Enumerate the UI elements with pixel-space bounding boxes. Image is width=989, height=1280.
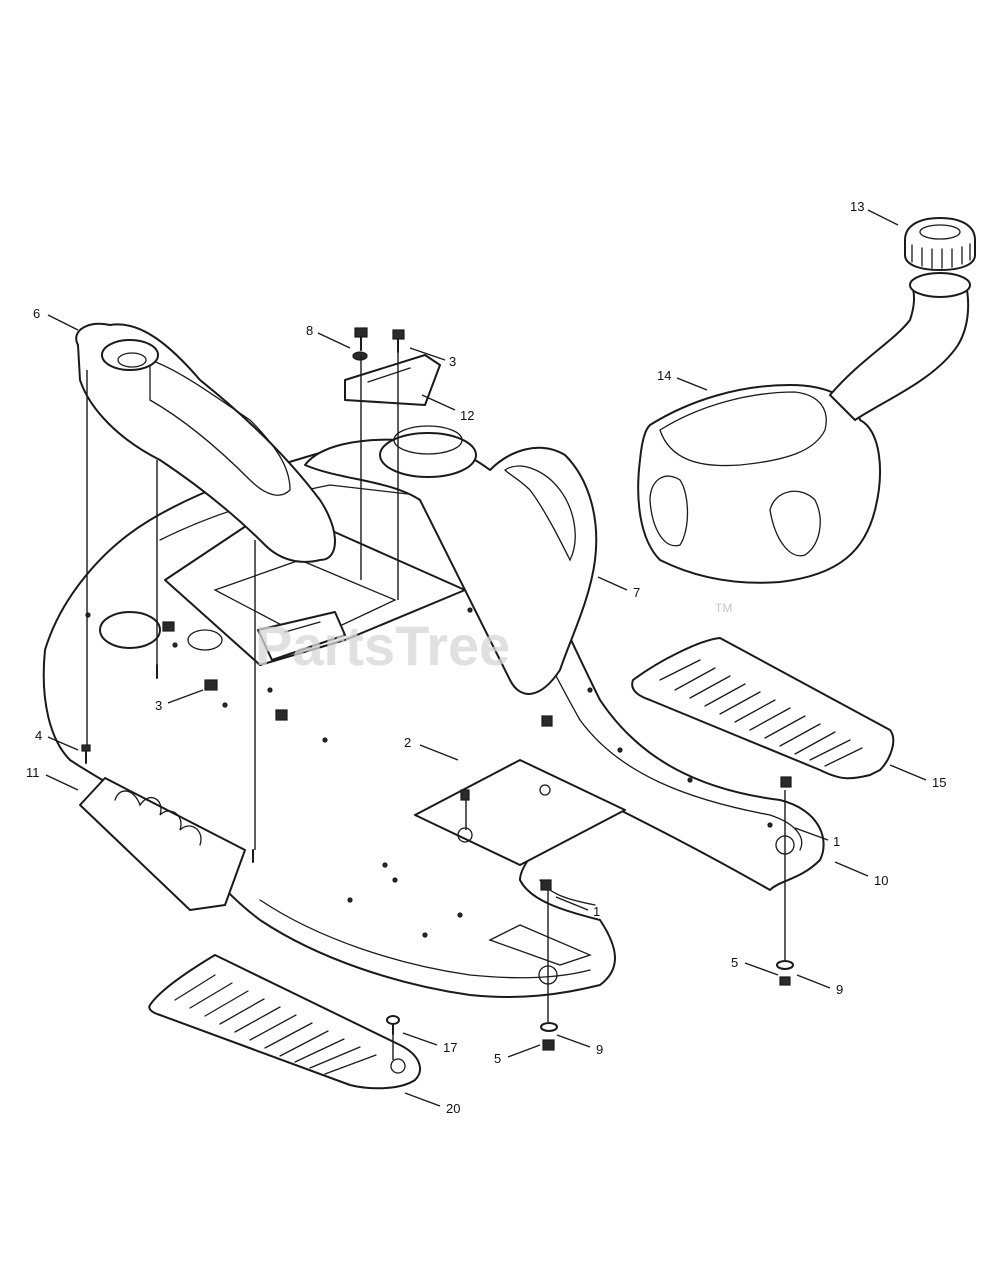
side-opening [99, 611, 161, 649]
callout-5: 5 [731, 955, 738, 970]
callout-4: 4 [35, 728, 42, 743]
nut [275, 709, 288, 721]
lock-washer [352, 351, 368, 361]
fuel-cap [904, 217, 976, 271]
console-display [149, 359, 291, 496]
bolt [460, 789, 470, 801]
callout-1: 1 [833, 834, 840, 849]
floor-hole [539, 784, 551, 796]
footrest-left-ribs [174, 974, 377, 1075]
washer [776, 960, 794, 970]
footrest-right-ribs [659, 659, 863, 767]
tank-top [659, 391, 827, 467]
callout-3: 3 [155, 698, 162, 713]
hardware [81, 327, 794, 1051]
nut [542, 1039, 555, 1051]
callout-12: 12 [460, 408, 474, 423]
steering-console [75, 322, 336, 563]
washer [540, 1022, 558, 1032]
callout-9: 9 [836, 982, 843, 997]
bracket-slot [367, 367, 411, 383]
tank-recess [769, 490, 821, 557]
floor-hole [457, 827, 473, 843]
screw-head [540, 879, 552, 891]
callout-20: 20 [446, 1101, 460, 1116]
callout-5: 5 [494, 1051, 501, 1066]
callout-7: 7 [633, 585, 640, 600]
fuel-cap-ribs [911, 243, 971, 269]
screw-head [780, 776, 792, 788]
callout-2: 2 [404, 735, 411, 750]
rear-slot [488, 924, 592, 966]
callout-13: 13 [850, 199, 864, 214]
dash-hole [187, 629, 223, 651]
fuel-opening-rim [393, 425, 463, 455]
watermark: PartsTree [255, 614, 510, 677]
callout-1: 1 [593, 904, 600, 919]
callout-11: 11 [26, 765, 40, 780]
callout-17: 17 [443, 1040, 457, 1055]
upper-bracket [344, 354, 441, 406]
fuel-cap-top [919, 224, 961, 240]
bolt-head [162, 621, 175, 632]
bracket-slot [284, 621, 321, 633]
fender-handle [503, 465, 576, 562]
hanger-cutouts [114, 790, 202, 846]
footrest-right [631, 637, 895, 780]
fuel-opening [379, 432, 477, 478]
footrest-hole [390, 1058, 406, 1074]
callout-6: 6 [33, 306, 40, 321]
bolt-head [392, 329, 405, 340]
nut [779, 976, 791, 986]
mount-bracket [257, 611, 346, 661]
filler-neck [829, 279, 970, 421]
rivet [386, 1015, 400, 1025]
bolt [541, 715, 553, 727]
assembly-lines [86, 352, 786, 1060]
filler-neck-rim [909, 272, 971, 298]
cup-holder [101, 339, 159, 371]
watermark-trademark: TM [715, 601, 732, 615]
callout-15: 15 [932, 775, 946, 790]
tank-recess [649, 475, 689, 547]
callout-10: 10 [874, 873, 888, 888]
callout-14: 14 [657, 368, 671, 383]
callout-3: 3 [449, 354, 456, 369]
callout-9: 9 [596, 1042, 603, 1057]
bolt-head [354, 327, 368, 338]
callout-leaders [45, 209, 927, 1107]
floor-plate [414, 759, 626, 866]
fuel-tank [637, 384, 881, 584]
bolt-head [204, 679, 218, 691]
dash-inner [213, 559, 397, 641]
hanger-plate [79, 777, 246, 911]
cup-holder-inner [117, 352, 147, 368]
callout-8: 8 [306, 323, 313, 338]
